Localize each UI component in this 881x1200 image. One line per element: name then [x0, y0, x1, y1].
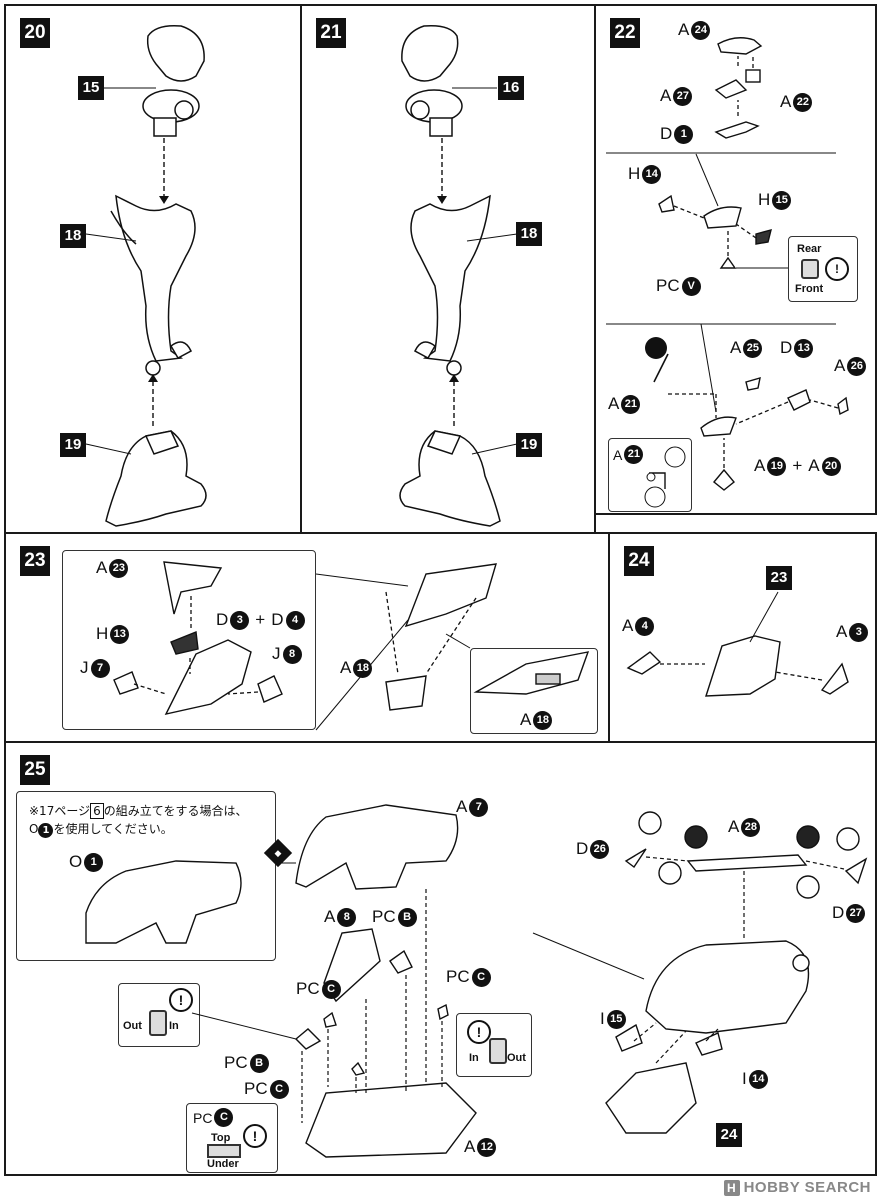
orientation-inset-rear-front: Rear Front !	[788, 236, 858, 302]
out-label: Out	[507, 1052, 526, 1064]
step-23-illustration	[113, 561, 590, 731]
caution-icon: !	[467, 1020, 491, 1044]
step-20-panel: 20 15 18 19	[4, 4, 302, 534]
step-25-illustration	[85, 804, 868, 1158]
part-label-19: 19	[516, 433, 542, 457]
slot-icon	[207, 1144, 241, 1158]
front-label: Front	[795, 283, 824, 295]
under-label: Under	[207, 1158, 239, 1170]
part-label-19: 19	[60, 433, 86, 457]
caution-icon: !	[243, 1124, 267, 1148]
step-number: 24	[624, 546, 654, 576]
step-21-illustration	[399, 24, 518, 527]
part-label-18: 18	[516, 222, 542, 246]
step-20-illustration	[85, 24, 207, 527]
top-label: Top	[211, 1132, 231, 1144]
caution-icon: !	[169, 988, 193, 1012]
caution-icon: !	[825, 257, 849, 281]
in-label: In	[169, 1020, 179, 1032]
step-21-panel: 21 16 18 19	[300, 4, 596, 534]
part-label-15: 15	[78, 76, 104, 100]
out-label: Out	[123, 1020, 142, 1032]
step-number: 23	[20, 546, 50, 576]
step-22-panel: 22	[594, 4, 877, 515]
slot-icon	[489, 1038, 507, 1064]
step-22-illustration	[606, 37, 849, 491]
part-label-24: 24	[716, 1123, 742, 1147]
in-label: In	[469, 1052, 479, 1064]
slot-icon	[801, 259, 819, 279]
watermark-text: HOBBY SEARCH	[743, 1179, 871, 1196]
slot-icon	[149, 1010, 167, 1036]
part-label-16: 16	[498, 76, 524, 100]
step-number: 21	[316, 18, 346, 48]
rear-label: Rear	[797, 243, 822, 255]
hobby-search-logo-icon: H	[723, 1179, 740, 1196]
step-number: 20	[20, 18, 50, 48]
orientation-inset-in-out: ! In Out	[456, 1013, 532, 1077]
detail-inset-art	[644, 446, 686, 508]
step-number: 22	[610, 18, 640, 48]
part-label-23: 23	[766, 566, 792, 590]
part-label-18: 18	[60, 224, 86, 248]
step-number: 25	[20, 755, 50, 785]
hobby-search-watermark: H HOBBY SEARCH	[723, 1179, 871, 1196]
step-24-illustration	[626, 591, 849, 697]
